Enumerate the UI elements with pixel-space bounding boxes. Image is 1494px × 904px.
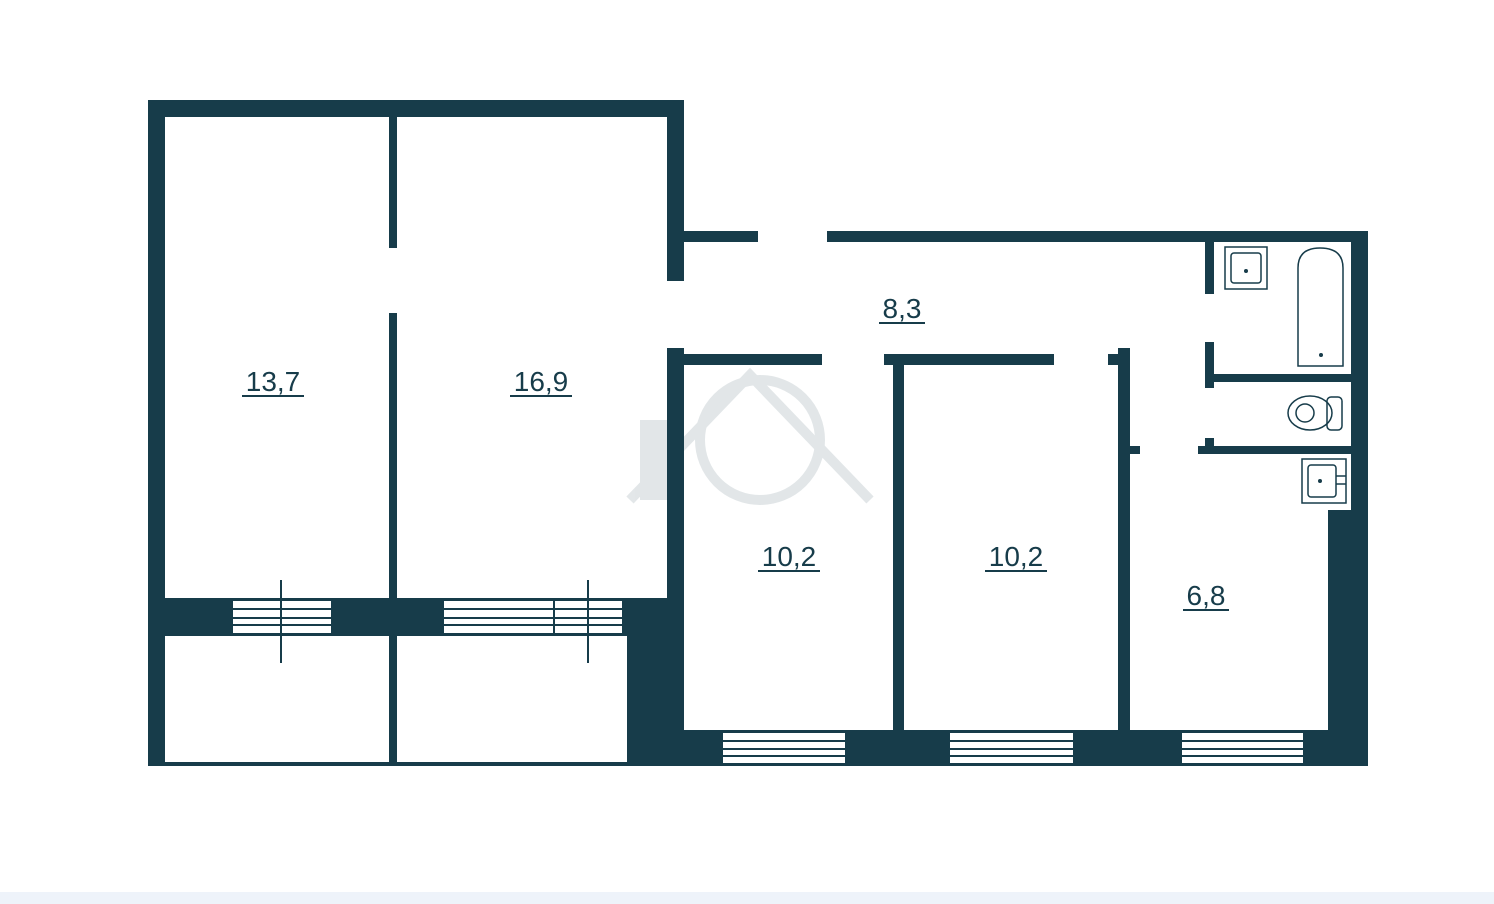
window bbox=[444, 580, 622, 663]
bathtub-icon bbox=[1297, 247, 1344, 367]
room-area: 13,7 bbox=[246, 366, 301, 397]
window bbox=[1182, 730, 1303, 766]
window bbox=[233, 580, 331, 663]
walls bbox=[148, 100, 1368, 766]
room-label-16-9: 16,9 bbox=[510, 366, 572, 397]
room-label-10-2-b: 10,2 bbox=[985, 541, 1047, 572]
room-area: 10,2 bbox=[762, 541, 817, 572]
room-label-10-2-a: 10,2 bbox=[758, 541, 820, 572]
window bbox=[723, 730, 845, 766]
kitchen-sink-icon bbox=[1301, 458, 1347, 504]
room-label-13-7: 13,7 bbox=[242, 366, 304, 397]
room-area: 16,9 bbox=[514, 366, 569, 397]
bottom-strip bbox=[0, 892, 1494, 904]
room-area: 8,3 bbox=[883, 293, 922, 324]
room-area: 6,8 bbox=[1187, 580, 1226, 611]
room-label-6-8: 6,8 bbox=[1183, 580, 1229, 611]
window bbox=[950, 730, 1073, 766]
windows bbox=[233, 580, 1303, 766]
watermark-logo bbox=[626, 367, 874, 505]
room-label-8-3: 8,3 bbox=[879, 293, 925, 324]
sink-icon bbox=[1224, 246, 1268, 290]
room-area: 10,2 bbox=[989, 541, 1044, 572]
toilet-icon bbox=[1287, 395, 1343, 431]
